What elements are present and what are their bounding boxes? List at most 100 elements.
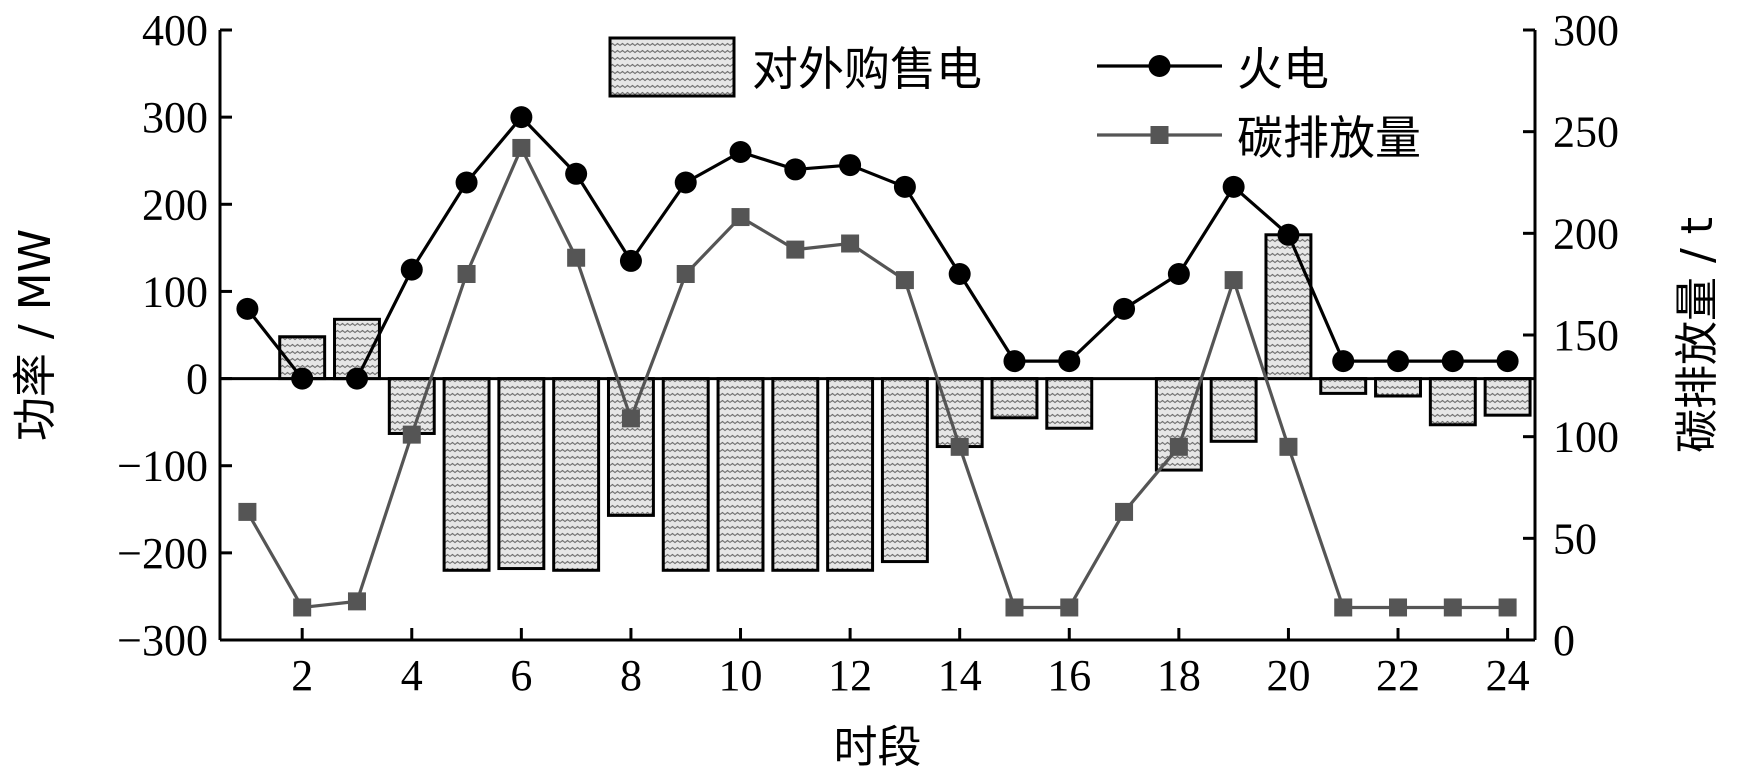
series-line-2 xyxy=(246,146,1508,610)
marker-series2-22 xyxy=(1389,598,1408,617)
right-tick-label: 50 xyxy=(1553,514,1597,563)
bar-16 xyxy=(1045,377,1094,430)
marker-series1-22 xyxy=(1387,350,1410,373)
x-tick-label: 2 xyxy=(291,651,313,700)
marker-series2-2 xyxy=(293,598,312,617)
x-tick-label: 8 xyxy=(620,651,642,700)
right-tick-label: 200 xyxy=(1553,209,1619,258)
x-tick-label: 12 xyxy=(828,651,872,700)
marker-series2-13 xyxy=(895,271,914,290)
legend-marker-2 xyxy=(1150,126,1169,144)
x-tick-label: 22 xyxy=(1376,651,1420,700)
marker-series1-16 xyxy=(1058,350,1081,373)
bar-series-group xyxy=(278,233,1532,572)
left-tick-label: 100 xyxy=(142,267,208,316)
bar-23 xyxy=(1428,377,1477,427)
marker-series2-14 xyxy=(950,437,969,456)
bar-10 xyxy=(716,377,765,572)
bar-9 xyxy=(661,377,710,572)
x-tick-label: 6 xyxy=(510,651,532,700)
marker-series2-24 xyxy=(1498,598,1517,617)
marker-series2-7 xyxy=(567,248,586,267)
marker-series2-16 xyxy=(1060,598,1079,617)
marker-series1-4 xyxy=(400,258,423,281)
x-tick-label: 4 xyxy=(401,651,423,700)
left-tick-label: 0 xyxy=(186,355,208,404)
marker-series1-8 xyxy=(619,249,642,272)
bar-5 xyxy=(442,377,491,572)
left-tick-label: 200 xyxy=(142,180,208,229)
marker-series1-5 xyxy=(455,171,478,194)
marker-series2-8 xyxy=(621,409,640,428)
right-tick-label: 300 xyxy=(1553,6,1619,55)
marker-series1-15 xyxy=(1003,350,1026,373)
marker-series2-6 xyxy=(512,138,531,157)
bar-24 xyxy=(1483,377,1532,417)
marker-series1-10 xyxy=(729,141,752,163)
marker-series1-3 xyxy=(345,367,368,390)
right-tick-label: 150 xyxy=(1553,311,1619,360)
marker-series2-12 xyxy=(841,234,860,253)
bar-14 xyxy=(935,377,984,449)
bar-12 xyxy=(826,377,875,572)
marker-series1-14 xyxy=(948,263,971,285)
left-axis-title: 功率 / MW xyxy=(10,229,61,441)
marker-series1-24 xyxy=(1496,350,1519,373)
marker-series1-18 xyxy=(1167,263,1190,285)
legend-swatch-bar xyxy=(608,36,736,98)
bar-6 xyxy=(497,377,546,571)
marker-series2-5 xyxy=(457,265,476,283)
bar-7 xyxy=(552,377,601,572)
marker-series2-10 xyxy=(731,208,750,227)
marker-series2-18 xyxy=(1169,437,1188,456)
axes-group: −300−200−1000100200300400050100150200250… xyxy=(10,6,1723,773)
marker-series1-11 xyxy=(784,158,807,181)
marker-series1-21 xyxy=(1332,350,1355,373)
marker-series1-13 xyxy=(893,175,916,198)
left-tick-label: −100 xyxy=(117,442,208,491)
left-tick-label: −200 xyxy=(117,529,208,578)
legend-label-bar: 对外购售电 xyxy=(752,42,982,96)
marker-series1-23 xyxy=(1441,350,1464,373)
marker-series1-20 xyxy=(1277,223,1300,246)
left-tick-label: 300 xyxy=(142,93,208,142)
marker-series1-12 xyxy=(839,154,862,177)
marker-series1-1 xyxy=(236,297,259,320)
bar-19 xyxy=(1209,377,1258,443)
right-tick-label: 250 xyxy=(1553,108,1619,157)
marker-series1-6 xyxy=(510,106,533,129)
marker-series2-17 xyxy=(1115,502,1134,521)
bar-13 xyxy=(880,377,929,564)
left-tick-label: 400 xyxy=(142,6,208,55)
marker-series2-9 xyxy=(676,265,695,283)
bar-21 xyxy=(1319,377,1368,395)
x-tick-label: 14 xyxy=(938,651,982,700)
marker-series2-21 xyxy=(1334,598,1353,617)
bar-18 xyxy=(1154,377,1203,472)
marker-series2-15 xyxy=(1005,598,1024,617)
bar-11 xyxy=(771,377,820,572)
legend-label-2: 碳排放量 xyxy=(1237,111,1421,165)
marker-series2-23 xyxy=(1443,598,1462,617)
line-series-group xyxy=(236,106,1519,617)
legend-marker-1 xyxy=(1148,55,1171,77)
x-tick-label: 20 xyxy=(1266,651,1310,700)
x-tick-label: 16 xyxy=(1047,651,1091,700)
bar-20 xyxy=(1264,233,1313,381)
bar-15 xyxy=(990,377,1039,420)
marker-series2-19 xyxy=(1224,271,1243,290)
marker-series1-7 xyxy=(565,162,588,185)
marker-series1-2 xyxy=(291,367,314,390)
left-tick-label: −300 xyxy=(117,616,208,665)
marker-series2-1 xyxy=(238,502,257,521)
bar-22 xyxy=(1374,377,1422,398)
legend-label-1: 火电 xyxy=(1237,42,1329,96)
right-tick-label: 100 xyxy=(1553,413,1619,462)
marker-series2-4 xyxy=(402,425,421,444)
marker-series2-11 xyxy=(786,240,805,259)
marker-series2-3 xyxy=(347,592,366,611)
x-tick-label: 10 xyxy=(719,651,763,700)
series-line-1 xyxy=(246,115,1508,381)
